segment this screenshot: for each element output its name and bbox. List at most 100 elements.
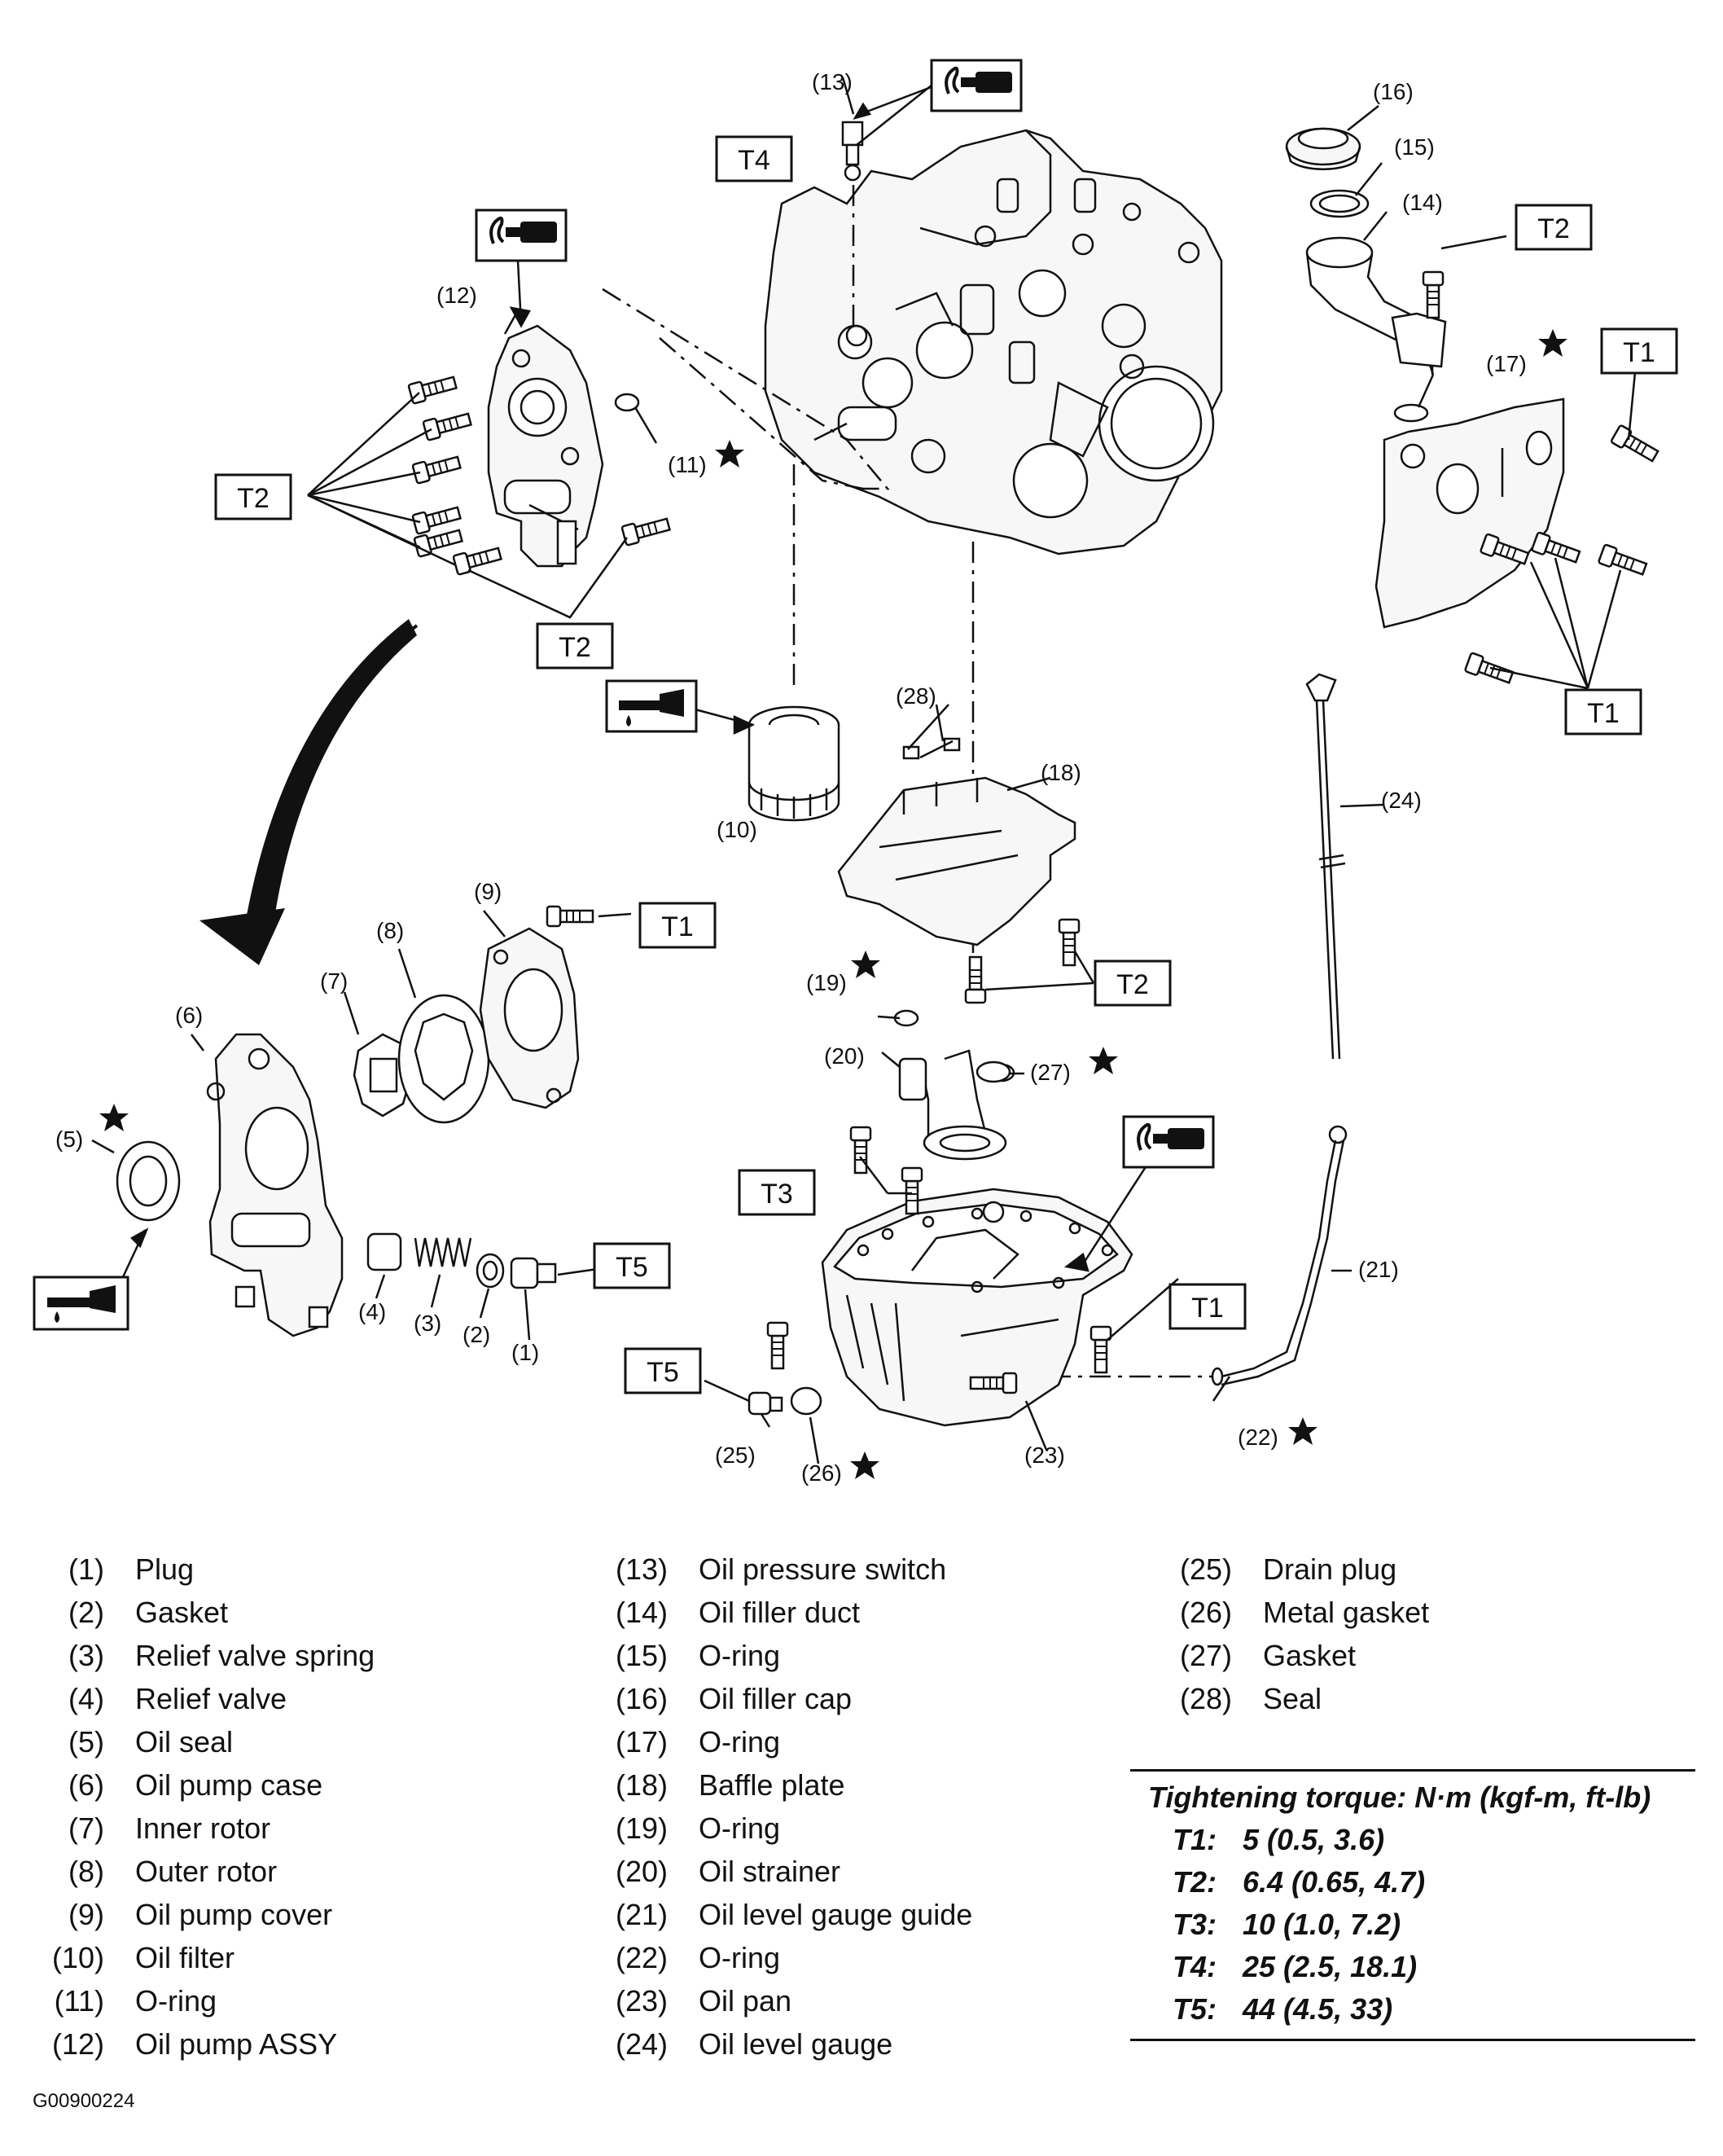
legend-item: (19)O-ring — [586, 1807, 972, 1850]
legend-item-number: (5) — [68, 1725, 104, 1759]
torque-key: T5: — [1173, 1992, 1217, 2026]
o-ring-17 — [1393, 403, 1429, 423]
torque-row: T3:10 (1.0, 7.2) — [1130, 1904, 1695, 1946]
legend-item-name: Drain plug — [1263, 1552, 1397, 1586]
legend-item-number: (12) — [51, 2027, 104, 2061]
engine-block — [764, 129, 1223, 555]
legend-item-number: (2) — [68, 1596, 104, 1629]
relief-valve-spring — [414, 1237, 472, 1267]
legend-item-name: O-ring — [699, 1639, 781, 1672]
legend-item-name: Oil filler cap — [699, 1682, 853, 1715]
torque-label-t1: T1 — [1191, 1293, 1224, 1324]
callout-7: (7) — [320, 968, 348, 994]
torque-value: 6.4 (0.65, 4.7) — [1243, 1865, 1426, 1899]
parts-legend-column-2: (13)Oil pressure switch(14)Oil filler du… — [586, 1548, 972, 2066]
star-icon — [1089, 1047, 1118, 1074]
legend-item: (12)Oil pump ASSY — [23, 2022, 375, 2066]
callout-23: (23) — [1024, 1442, 1065, 1468]
legend-item-number: (22) — [615, 1941, 668, 1974]
callout-16: (16) — [1373, 79, 1414, 104]
figure-id: G00900224 — [33, 2090, 135, 2112]
legend-item-name: Seal — [1263, 1682, 1322, 1715]
legend-item: (8)Outer rotor — [23, 1850, 375, 1893]
chain-cover — [1374, 397, 1565, 629]
legend-item: (5)Oil seal — [23, 1720, 375, 1763]
oil-filler-cap — [1285, 127, 1361, 171]
legend-item-name: Metal gasket — [1263, 1596, 1430, 1629]
callout-8: (8) — [376, 918, 404, 943]
legend-item-number: (15) — [615, 1639, 668, 1672]
torque-value: 5 (0.5, 3.6) — [1243, 1823, 1385, 1856]
star-icon — [1538, 329, 1567, 357]
legend-item-name: O-ring — [699, 1811, 781, 1845]
legend-item-name: Oil level gauge — [699, 2027, 893, 2061]
callout-4: (4) — [358, 1299, 386, 1324]
legend-item-number: (24) — [615, 2027, 668, 2061]
torque-key: T3: — [1173, 1908, 1217, 1941]
legend-item-name: O-ring — [699, 1725, 781, 1759]
callout-20: (20) — [824, 1043, 865, 1069]
legend-item-number: (27) — [1179, 1639, 1232, 1672]
legend-item-number: (4) — [68, 1682, 104, 1715]
torque-row: T2: 6.4 (0.65, 4.7) — [1130, 1861, 1695, 1904]
legend-item-number: (14) — [615, 1596, 668, 1629]
legend-item-number: (13) — [615, 1552, 668, 1586]
legend-item-name: Relief valve spring — [135, 1639, 375, 1672]
legend-item: (1)Plug — [23, 1548, 375, 1591]
legend-item-name: Inner rotor — [135, 1811, 271, 1845]
torque-value: 44 (4.5, 33) — [1243, 1992, 1393, 2026]
legend-item-number: (7) — [68, 1811, 104, 1845]
legend-item: (11)O-ring — [23, 1979, 375, 2022]
torque-label-t1: T1 — [1623, 337, 1655, 368]
callout-6: (6) — [175, 1003, 203, 1028]
star-icon — [851, 951, 880, 978]
legend-item: (18)Baffle plate — [586, 1763, 972, 1807]
star-icon — [850, 1451, 879, 1479]
legend-item-number: (8) — [68, 1855, 104, 1888]
torque-label-t4: T4 — [738, 145, 770, 176]
legend-item-number: (9) — [68, 1898, 104, 1931]
o-ring-15 — [1309, 189, 1370, 218]
star-icon — [715, 440, 744, 468]
oil-strainer — [898, 1049, 1015, 1161]
torque-key: T2: — [1173, 1865, 1217, 1899]
legend-item-number: (26) — [1179, 1596, 1232, 1629]
callout-10: (10) — [717, 817, 757, 842]
torque-row: T1:5 (0.5, 3.6) — [1130, 1819, 1695, 1861]
legend-item: (10)Oil filter — [23, 1936, 375, 1979]
legend-item-name: Gasket — [135, 1596, 229, 1629]
legend-item: (7) Inner rotor — [23, 1807, 375, 1850]
callout-1: (1) — [511, 1340, 539, 1365]
legend-item-name: Oil pan — [699, 1984, 792, 2018]
legend-item: (2) Gasket — [23, 1591, 375, 1634]
gasket-27 — [975, 1060, 1011, 1083]
torque-label-t5: T5 — [616, 1252, 648, 1283]
legend-item-name: Oil level gauge guide — [699, 1898, 973, 1931]
legend-item-name: Oil filler duct — [699, 1596, 861, 1629]
oil-pump-cover — [479, 927, 580, 1109]
legend-item-number: (1) — [68, 1552, 104, 1586]
callout-9: (9) — [474, 879, 502, 904]
legend-item-name: Oil filter — [135, 1941, 235, 1974]
oil-pressure-switch — [841, 121, 864, 182]
callout-24: (24) — [1381, 788, 1422, 813]
plug-1 — [510, 1257, 557, 1289]
sealant-tube-icon — [475, 209, 568, 262]
legend-item-number: (16) — [615, 1682, 668, 1715]
torque-label-t1: T1 — [1587, 698, 1620, 729]
torque-label-t2: T2 — [237, 483, 270, 514]
oil-pump-case — [206, 1033, 344, 1337]
legend-item: (20)Oil strainer — [586, 1850, 972, 1893]
oil-pan — [821, 1188, 1133, 1427]
legend-item: (26) Metal gasket — [1151, 1591, 1429, 1634]
legend-item-name: Baffle plate — [699, 1768, 845, 1802]
torque-key: T4: — [1173, 1950, 1217, 1983]
callout-5: (5) — [55, 1126, 83, 1152]
legend-item-name: Oil pump case — [135, 1768, 323, 1802]
legend-item-number: (21) — [615, 1898, 668, 1931]
legend-item: (14) Oil filler duct — [586, 1591, 972, 1634]
legend-item: (3)Relief valve spring — [23, 1634, 375, 1677]
callout-numbers: (13) (16) (15) (14) (12) (17) (11) (28) … — [55, 69, 1527, 1486]
baffle-plate — [837, 737, 1076, 946]
callout-12: (12) — [436, 283, 477, 308]
